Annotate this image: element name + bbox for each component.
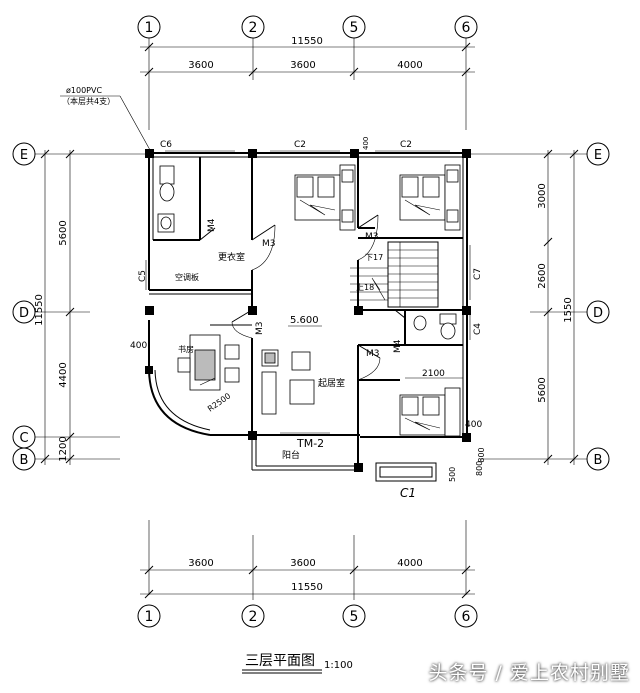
- dim-left-3: 1200: [58, 436, 69, 461]
- label-c1: C1: [400, 486, 416, 500]
- living-furniture: [261, 349, 315, 415]
- pipe-note-line2: （本层共4支）: [62, 96, 115, 106]
- stair: [350, 241, 439, 308]
- dim-bottom-total: 11550: [291, 582, 323, 593]
- doors: [199, 214, 406, 381]
- axis-bubbles-bottom: 1 2 5 6: [137, 604, 478, 628]
- label-r2500: R2500: [206, 391, 232, 413]
- floor-elevation: 5.600: [290, 315, 319, 326]
- label-c2a: C2: [294, 140, 306, 150]
- dim-right-3: 5600: [537, 377, 548, 402]
- dim-left-total: 11550: [34, 294, 45, 326]
- dimensions-left: 11550 5600 4400 1200: [34, 149, 75, 465]
- axis-bubbles-left: E D C B: [12, 142, 145, 471]
- dim-bottom-1: 3600: [188, 558, 213, 569]
- axis-top-2: 2: [249, 20, 258, 36]
- walls: [148, 152, 468, 482]
- axis-bottom-2: 2: [249, 609, 258, 625]
- dim-top-1: 3600: [188, 60, 213, 71]
- stair-down: 下17: [365, 253, 383, 262]
- room-ac-board: 空调板: [175, 272, 199, 282]
- label-tm2: TM-2: [296, 437, 324, 450]
- axis-bubbles-top: 1 2 5 6: [137, 15, 478, 130]
- label-c5: C5: [138, 270, 148, 282]
- room-cloak: 更衣室: [218, 251, 245, 263]
- axis-bottom-6: 6: [462, 609, 471, 625]
- dim-left-2: 4400: [58, 362, 69, 387]
- axis-left-b: B: [20, 453, 29, 468]
- axis-top-6: 6: [462, 20, 471, 36]
- dim-2100: 2100: [422, 369, 445, 379]
- label-m3c: M3: [255, 322, 265, 336]
- stair-up: 上18: [356, 283, 374, 292]
- columns: [145, 149, 471, 472]
- dimensions-top: 11550 3600 3600 4000: [140, 36, 475, 77]
- dim-right-total: 1550: [563, 297, 574, 322]
- watermark: 头条号 / 爱上农村别墅: [428, 662, 630, 684]
- bed-2: [399, 164, 461, 231]
- axis-right-d: D: [593, 306, 603, 321]
- label-c6: C6: [160, 140, 172, 150]
- dim-400-right: 400: [465, 420, 482, 430]
- dim-right-2: 2600: [537, 263, 548, 288]
- room-balcony: 阳台: [282, 449, 300, 461]
- dimensions-right: 3000 2600 5600 1550 800: [477, 149, 579, 465]
- label-m3b: M3: [365, 232, 379, 242]
- room-study: 书房: [178, 344, 194, 354]
- bed-1: [294, 164, 356, 231]
- dim-500: 500: [448, 467, 457, 482]
- windows: [145, 150, 471, 434]
- label-c4: C4: [473, 323, 483, 335]
- drawing-title: 三层平面图 1:100: [242, 653, 353, 674]
- dim-bottom-3: 4000: [397, 558, 422, 569]
- axis-bottom-1: 1: [145, 609, 154, 625]
- dimensions-bottom: 3600 3600 4000 11550: [140, 520, 475, 600]
- axis-bubbles-right: E D B: [470, 142, 610, 471]
- label-m3a: M3: [262, 239, 276, 249]
- bathroom-fixtures: [157, 165, 457, 340]
- dim-top-total: 11550: [291, 36, 323, 47]
- dim-bottom-2: 3600: [290, 558, 315, 569]
- dim-right-1: 3000: [537, 183, 548, 208]
- bed-3: [399, 387, 461, 437]
- pipe-note-line1: ø100PVC: [66, 86, 102, 95]
- dim-left-1: 5600: [58, 220, 69, 245]
- axis-left-e: E: [20, 148, 28, 163]
- title-text: 三层平面图: [245, 653, 315, 669]
- axis-bottom-5: 5: [350, 609, 359, 625]
- axis-top-1: 1: [145, 20, 154, 36]
- dim-top-3: 4000: [397, 60, 422, 71]
- axis-left-c: C: [19, 431, 28, 446]
- dim-800: 800: [475, 461, 484, 476]
- axis-left-d: D: [19, 306, 29, 321]
- title-scale: 1:100: [324, 660, 353, 671]
- label-m3d: M3: [366, 349, 380, 359]
- dim-right-800: 800: [477, 447, 486, 462]
- dim-400-study: 400: [130, 341, 147, 351]
- study-furniture: [177, 334, 240, 391]
- label-c2b: C2: [400, 140, 412, 150]
- room-labels: C6 C2 C2 C5 C7 C4 C1 M4 M3 M3 M3 M3 M4 更…: [130, 137, 484, 500]
- label-c7: C7: [473, 268, 483, 280]
- axis-right-b: B: [594, 453, 603, 468]
- axis-right-e: E: [594, 148, 602, 163]
- dim-top-2: 3600: [290, 60, 315, 71]
- label-m4b: M4: [393, 339, 403, 353]
- dim-400-top: 400: [362, 137, 370, 150]
- room-bedroom: 起居室: [318, 377, 345, 389]
- pipe-note: ø100PVC （本层共4支）: [60, 86, 151, 151]
- axis-top-5: 5: [350, 20, 359, 36]
- label-m4a: M4: [207, 218, 217, 232]
